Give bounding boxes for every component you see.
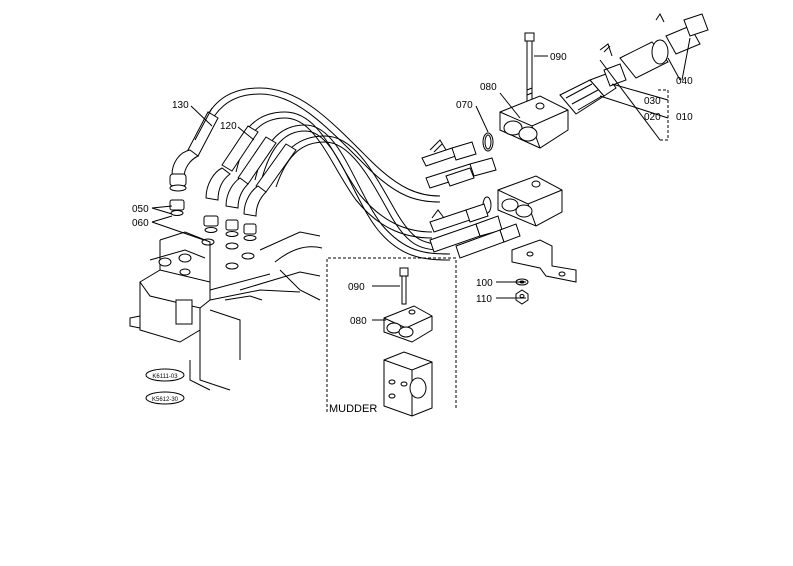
inset-label-080: 080 [350,316,367,327]
label-110: 110 [476,294,492,305]
coupler-020-030-040 [559,13,709,115]
hose-120-group [205,125,297,217]
label-020: 020 [644,112,661,123]
label-120: 120 [220,121,237,132]
label-090: 090 [550,52,567,63]
label-100: 100 [476,278,493,289]
label-070: 070 [456,100,473,111]
label-050: 050 [132,204,149,215]
inset-mudder [326,257,457,417]
inset-label-090: 090 [348,282,365,293]
inset-caption: MUDDER [329,403,377,415]
lower-nipples [429,203,521,259]
bracket-010 [658,89,669,141]
label-060: 060 [132,218,149,229]
fittings-050-060 [169,199,257,270]
reference-ovals: K6111-03 K5612-30 [145,368,185,405]
label-030: 030 [644,96,661,107]
bracket-plate [511,239,577,283]
bolt-090 [524,32,535,102]
label-010: 010 [676,112,693,123]
control-valve-body [129,231,323,391]
label-080: 080 [480,82,497,93]
coupler-block-080 [499,95,569,149]
upper-nipples [421,139,497,189]
label-040: 040 [676,76,693,87]
leader-lines [151,37,691,321]
label-130: 130 [172,100,189,111]
coupler-block-lower [482,175,563,227]
ref-label-1: K6111-03 [152,374,178,380]
nut-110 [515,289,529,305]
hose-130 [169,107,219,192]
snap-ring-070 [482,132,494,152]
labels: 130 120 050 060 070 080 090 040 030 020 … [132,52,693,415]
ref-label-2: K5612-30 [152,397,179,403]
